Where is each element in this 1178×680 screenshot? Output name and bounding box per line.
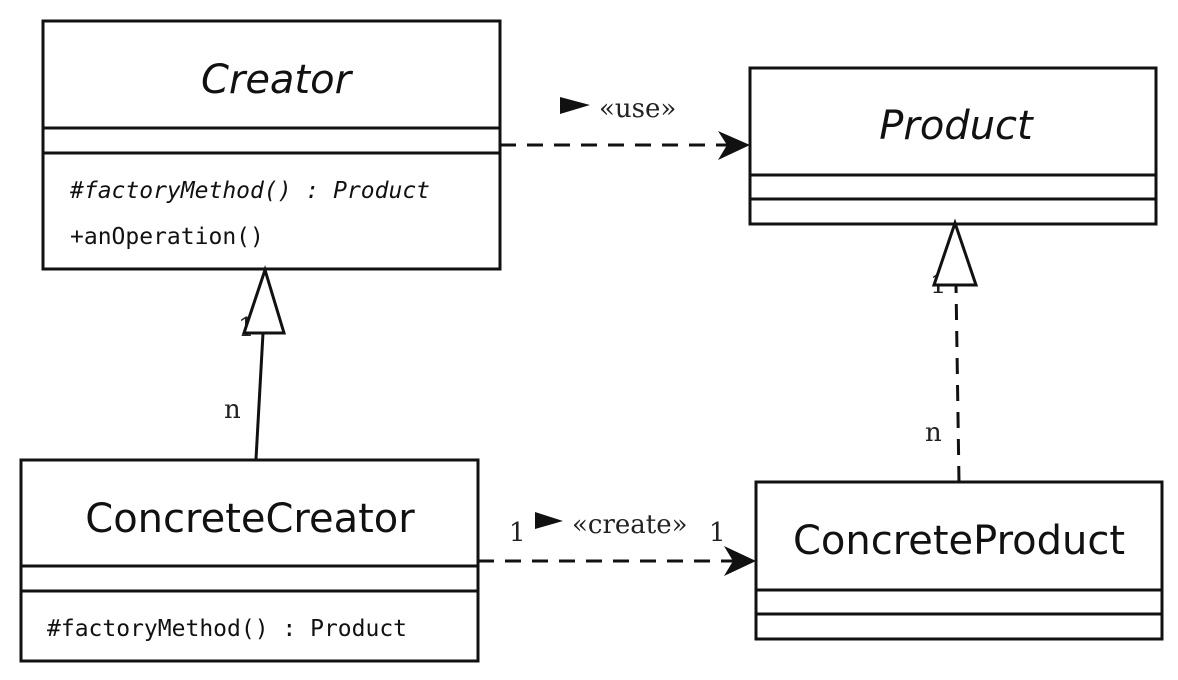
use-stereotype-label: «use» — [599, 94, 676, 124]
creator-generalization-child-multiplicity: n — [224, 395, 241, 425]
create-source-multiplicity: 1 — [509, 518, 526, 548]
product-realization-child-multiplicity: n — [925, 418, 942, 448]
creator-class[interactable]: Creator #factoryMethod() : Product +anOp… — [41, 19, 502, 271]
concrete-creator-box — [19, 458, 480, 663]
create-direction-triangle-icon — [535, 512, 563, 529]
product-realization[interactable]: 1 n — [925, 218, 979, 483]
create-arrowhead-icon — [724, 546, 756, 576]
creator-generalization[interactable]: 1 n — [224, 265, 287, 460]
product-realization-triangle-icon — [931, 218, 979, 287]
concrete-product-class[interactable]: ConcreteProduct — [754, 480, 1164, 641]
product-class[interactable]: Product — [748, 66, 1158, 226]
creator-method-factory: #factoryMethod() : Product — [69, 178, 430, 204]
create-dependency[interactable]: «create» 1 1 — [478, 510, 756, 576]
create-stereotype-label: «create» — [572, 510, 688, 540]
concrete-creator-method-factory: #factoryMethod() : Product — [47, 616, 407, 642]
use-direction-triangle-icon — [560, 97, 590, 114]
creator-inheritance-triangle-icon — [241, 265, 287, 335]
use-dependency[interactable]: «use» — [500, 94, 750, 160]
creator-class-name: Creator — [201, 57, 354, 103]
create-target-multiplicity: 1 — [709, 518, 726, 548]
product-class-name: Product — [879, 103, 1034, 149]
concrete-creator-class[interactable]: ConcreteCreator #factoryMethod() : Produ… — [19, 458, 480, 663]
creator-generalization-line — [254, 332, 265, 460]
creator-box — [41, 19, 502, 271]
concrete-creator-class-name: ConcreteCreator — [85, 496, 415, 542]
concrete-product-class-name: ConcreteProduct — [793, 518, 1125, 564]
product-realization-line — [954, 284, 961, 483]
creator-method-an-operation: +anOperation() — [70, 224, 264, 250]
use-arrowhead-icon — [718, 131, 750, 160]
